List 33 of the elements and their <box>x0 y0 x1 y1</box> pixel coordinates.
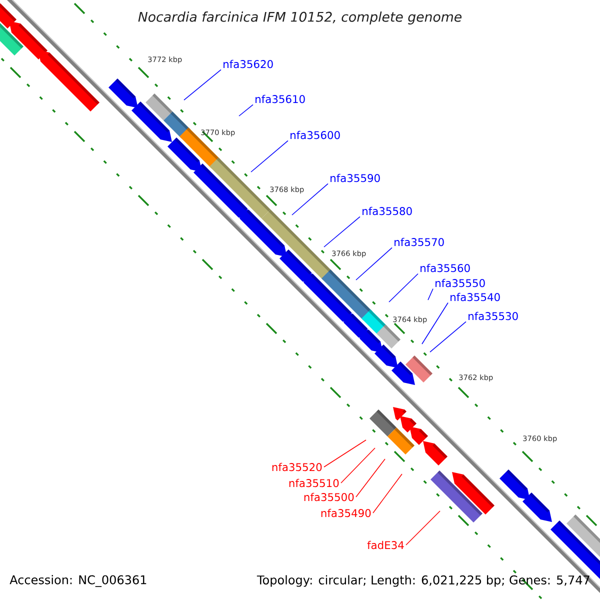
leader-line <box>422 302 448 344</box>
leader-line <box>238 104 254 116</box>
gene-label: nfa35510 <box>289 478 339 488</box>
title: Nocardia farcinica IFM 10152, complete genome <box>138 12 462 24</box>
gene-label: nfa35580 <box>362 206 412 216</box>
gene-label: nfa35620 <box>224 60 273 68</box>
leader-line <box>324 216 360 248</box>
gene-label: nfa35520 <box>272 462 322 472</box>
leader-line <box>388 273 418 302</box>
gene-label: nfa35560 <box>420 264 470 272</box>
accession-text: Accession: NC_006361 <box>10 575 146 587</box>
leader-line <box>372 474 402 514</box>
leader-line <box>324 440 366 468</box>
leader-line <box>250 140 288 172</box>
gene-label: fadE34 <box>367 540 404 550</box>
leader-line <box>428 288 434 300</box>
leader-line <box>340 448 376 484</box>
gene-label: nfa35490 <box>321 508 371 518</box>
leader-line <box>356 247 392 280</box>
gene-label: nfa35550 <box>436 278 485 288</box>
gene-label: nfa35500 <box>304 492 354 502</box>
leader-line <box>292 183 328 216</box>
leader-line <box>356 458 386 498</box>
gene-label: nfa35590 <box>330 174 380 182</box>
gene-label: nfa35600 <box>290 130 340 140</box>
gene-label: nfa35610 <box>256 94 305 104</box>
gene-label: nfa35570 <box>394 238 444 246</box>
gene-label: nfa35530 <box>468 312 518 320</box>
leader-line <box>430 321 466 352</box>
leader-line <box>184 69 222 100</box>
genome-info-text: Topology: circular; Length: 6,021,225 bp; Genes: 5,747 <box>256 575 590 587</box>
gene-label: nfa35540 <box>450 292 500 302</box>
leader-line <box>406 510 440 546</box>
